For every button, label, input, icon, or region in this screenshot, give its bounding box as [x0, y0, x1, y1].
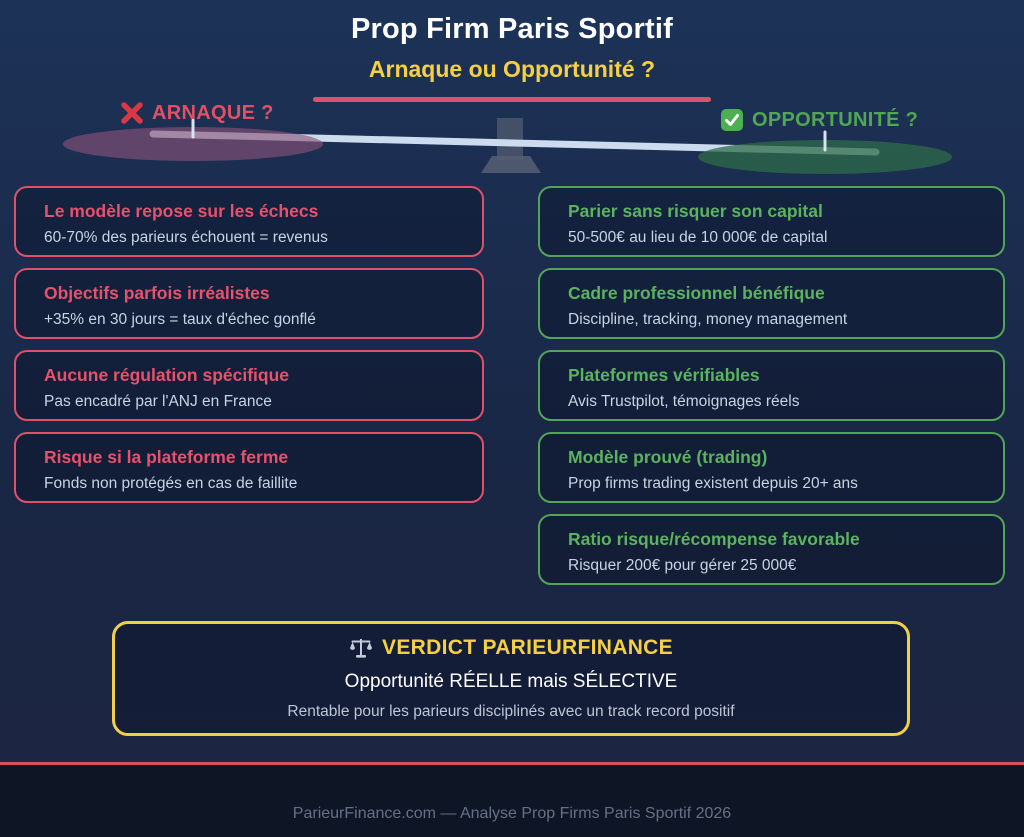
- footer: ParieurFinance.com — Analyse Prop Firms …: [0, 762, 1024, 837]
- red-divider: [313, 97, 711, 102]
- con-card: Aucune régulation spécifique Pas encadré…: [14, 350, 484, 421]
- pro-desc: Prop firms trading existent depuis 20+ a…: [568, 475, 858, 492]
- con-title: Le modèle repose sur les échecs: [44, 201, 319, 221]
- pro-title: Plateformes vérifiables: [568, 365, 760, 385]
- arnaque-pan: [63, 127, 323, 161]
- page-subtitle: Arnaque ou Opportunité ?: [368, 56, 656, 82]
- pro-card: Modèle prouvé (trading) Prop firms tradi…: [538, 432, 1005, 503]
- con-desc: Fonds non protégés en cas de faillite: [44, 475, 298, 492]
- con-title: Risque si la plateforme ferme: [44, 447, 289, 467]
- header: Prop Firm Paris Sportif Arnaque ou Oppor…: [0, 0, 1024, 102]
- pro-desc: Avis Trustpilot, témoignages réels: [568, 393, 800, 410]
- pro-title: Modèle prouvé (trading): [568, 447, 768, 467]
- verdict-panel: VERDICT PARIEURFINANCE Opportunité RÉELL…: [112, 621, 910, 736]
- opportunite-label: OPPORTUNITÉ ?: [720, 108, 918, 132]
- pro-card: Cadre professionnel bénéfique Discipline…: [538, 268, 1005, 339]
- con-desc: Pas encadré par l'ANJ en France: [44, 393, 272, 410]
- verdict-title: VERDICT PARIEURFINANCE: [382, 636, 673, 659]
- con-title: Aucune régulation spécifique: [44, 365, 290, 385]
- arnaque-label-text: ARNAQUE ?: [152, 101, 274, 124]
- pros-column: Parier sans risquer son capital 50-500€ …: [538, 186, 1005, 585]
- con-card: Risque si la plateforme ferme Fonds non …: [14, 432, 484, 503]
- cross-icon: [121, 102, 143, 124]
- pro-desc: Risquer 200€ pour gérer 25 000€: [568, 557, 797, 574]
- cons-column: Le modèle repose sur les échecs 60-70% d…: [14, 186, 484, 503]
- pro-card: Ratio risque/récompense favorable Risque…: [538, 514, 1005, 585]
- pro-title: Parier sans risquer son capital: [568, 201, 823, 221]
- opportunite-label-text: OPPORTUNITÉ ?: [752, 108, 919, 131]
- balance-icon: [350, 639, 373, 658]
- con-desc: 60-70% des parieurs échouent = revenus: [44, 229, 328, 246]
- balance-scale-graphic: ARNAQUE ? OPPORTUNITÉ ?: [0, 95, 1024, 190]
- pro-desc: Discipline, tracking, money management: [568, 311, 848, 328]
- arnaque-label: ARNAQUE ?: [120, 101, 274, 125]
- pro-desc: 50-500€ au lieu de 10 000€ de capital: [568, 229, 828, 246]
- con-desc: +35% en 30 jours = taux d'échec gonflé: [44, 311, 316, 328]
- scale-pillar: [497, 118, 523, 160]
- pro-title: Ratio risque/récompense favorable: [568, 529, 860, 549]
- footer-text: ParieurFinance.com — Analyse Prop Firms …: [292, 805, 732, 822]
- verdict-title-row: VERDICT PARIEURFINANCE: [115, 636, 907, 660]
- check-icon: [721, 109, 743, 131]
- verdict-detail: Rentable pour les parieurs disciplinés a…: [287, 703, 735, 720]
- balance-scale-drawing: [63, 118, 952, 174]
- verdict-conclusion: Opportunité RÉELLE mais SÉLECTIVE: [344, 671, 678, 692]
- con-card: Objectifs parfois irréalistes +35% en 30…: [14, 268, 484, 339]
- pro-card: Parier sans risquer son capital 50-500€ …: [538, 186, 1005, 257]
- con-card: Le modèle repose sur les échecs 60-70% d…: [14, 186, 484, 257]
- opportunite-pan: [698, 140, 952, 174]
- con-title: Objectifs parfois irréalistes: [44, 283, 270, 303]
- scale-base: [481, 156, 541, 173]
- pro-card: Plateformes vérifiables Avis Trustpilot,…: [538, 350, 1005, 421]
- pro-title: Cadre professionnel bénéfique: [568, 283, 825, 303]
- page-title: Prop Firm Paris Sportif: [350, 13, 674, 45]
